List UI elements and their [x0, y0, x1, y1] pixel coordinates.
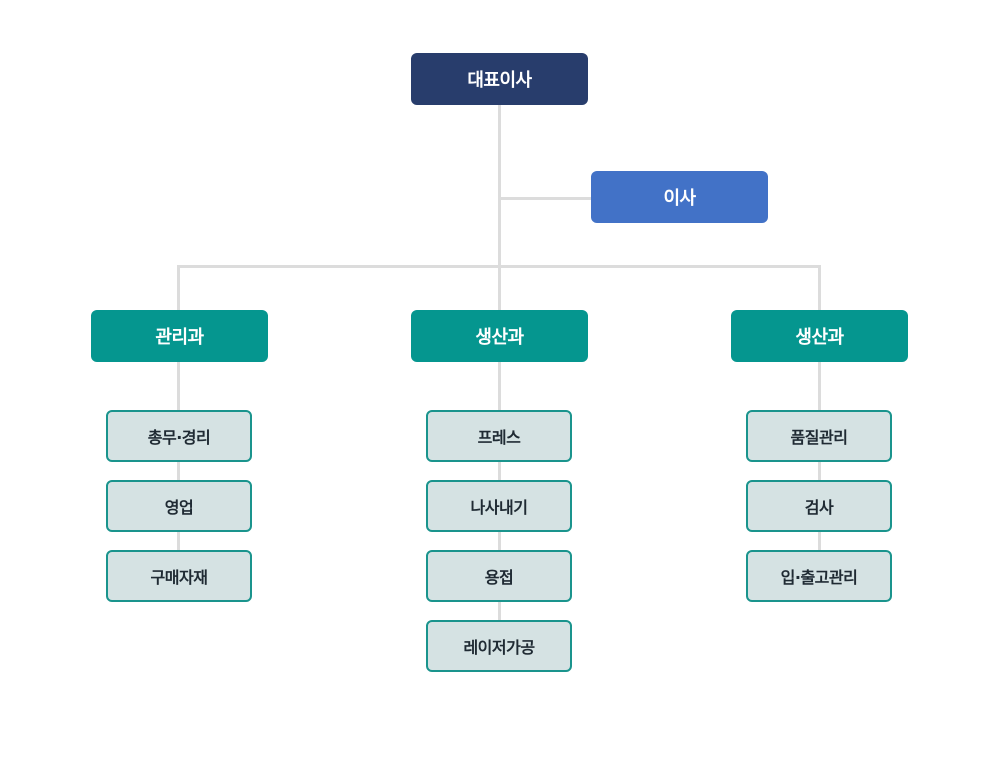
ceo-box: 대표이사	[411, 53, 588, 105]
team-box: 총무·경리	[106, 410, 252, 462]
team-label: 용접	[484, 568, 514, 587]
team-box: 품질관리	[746, 410, 892, 462]
team-label: 레이저가공	[463, 638, 535, 657]
team-box: 검사	[746, 480, 892, 532]
team-box: 구매자재	[106, 550, 252, 602]
team-label: 프레스	[477, 428, 521, 447]
department-label: 생산과	[795, 327, 844, 348]
team-label: 검사	[804, 498, 834, 517]
team-box: 영업	[106, 480, 252, 532]
team-box: 용접	[426, 550, 572, 602]
team-box: 레이저가공	[426, 620, 572, 672]
connector-ceo-trunk	[498, 105, 501, 310]
department-label: 관리과	[155, 327, 204, 348]
director-label: 이사	[663, 188, 696, 209]
team-box: 입·출고관리	[746, 550, 892, 602]
connector-horizontal-bus	[177, 265, 821, 268]
department-box: 생산과	[731, 310, 908, 362]
director-box: 이사	[591, 171, 768, 223]
team-box: 프레스	[426, 410, 572, 462]
department-label: 생산과	[475, 327, 524, 348]
department-box: 생산과	[411, 310, 588, 362]
department-box: 관리과	[91, 310, 268, 362]
team-label: 구매자재	[150, 568, 208, 587]
connector-director	[498, 197, 591, 200]
connector-dept-3	[818, 265, 821, 310]
team-box: 나사내기	[426, 480, 572, 532]
team-label: 나사내기	[470, 498, 528, 517]
team-label: 영업	[164, 498, 194, 517]
ceo-label: 대표이사	[467, 70, 532, 91]
team-label: 입·출고관리	[780, 568, 858, 587]
team-label: 품질관리	[790, 428, 848, 447]
connector-dept-1	[177, 265, 180, 310]
team-label: 총무·경리	[147, 428, 211, 447]
